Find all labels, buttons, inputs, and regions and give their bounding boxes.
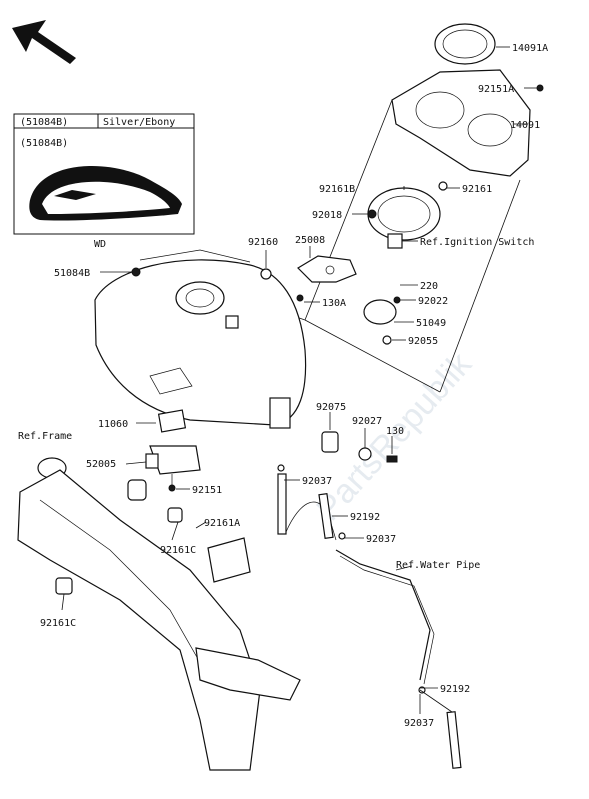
variant-code-inner: (51084B) [20,138,68,149]
variant-color-header: Silver/Ebony [103,117,175,128]
fuel-cap [175,281,225,315]
label-92027: 92027 [352,416,382,427]
label-92022: 92022 [418,296,448,307]
bracket [260,255,357,302]
frame [17,457,301,771]
label-ref-frame: Ref.Frame [18,431,72,442]
tank-variant-icon [29,166,182,221]
label-92037-a: 92037 [302,476,332,487]
label-51084B: 51084B [54,268,90,279]
label-ref-water-pipe: Ref.Water Pipe [396,560,480,571]
label-92161: 92161 [462,184,492,195]
label-ref-ignition-switch: Ref.Ignition Switch [420,237,534,248]
label-92161C-a: 92161C [160,545,196,556]
label-130A: 130A [322,298,346,309]
front-arrow-icon [12,20,76,64]
label-92037-c: 92037 [404,718,434,729]
label-52005: 52005 [86,459,116,470]
label-92161C-b: 92161C [40,618,76,629]
fuel-pump [127,409,201,501]
label-92192-a: 92192 [350,512,380,523]
label-92151A: 92151A [478,84,514,95]
label-92192-b: 92192 [440,684,470,695]
part-labels: 14091A 92151A 14091 92161 92161B 92018 R… [18,43,548,729]
label-220: 220 [420,281,438,292]
label-92161A: 92161A [204,518,240,529]
mount-hardware [321,431,398,463]
label-92160: 92160 [248,237,278,248]
label-92018: 92018 [312,210,342,221]
leader-lines [61,46,538,714]
label-14091: 14091 [510,120,540,131]
meter-housing [391,69,531,177]
label-51049: 51049 [416,318,446,329]
hoses [277,464,462,769]
label-92161B: 92161B [319,184,355,195]
label-14091A: 14091A [512,43,548,54]
label-11060: 11060 [98,419,128,430]
label-92037-b: 92037 [366,534,396,545]
label-130: 130 [386,426,404,437]
label-92151: 92151 [192,485,222,496]
switch-cover [363,296,401,345]
variant-code-header: (51084B) [20,117,68,128]
label-92075: 92075 [316,402,346,413]
label-25008: 25008 [295,235,325,246]
label-92055: 92055 [408,336,438,347]
fuel-tank [94,249,307,429]
variant-box: (51084B) Silver/Ebony (51084B) WD [13,113,195,250]
variant-caption: WD [94,239,106,250]
meter-housing-group [367,23,544,249]
